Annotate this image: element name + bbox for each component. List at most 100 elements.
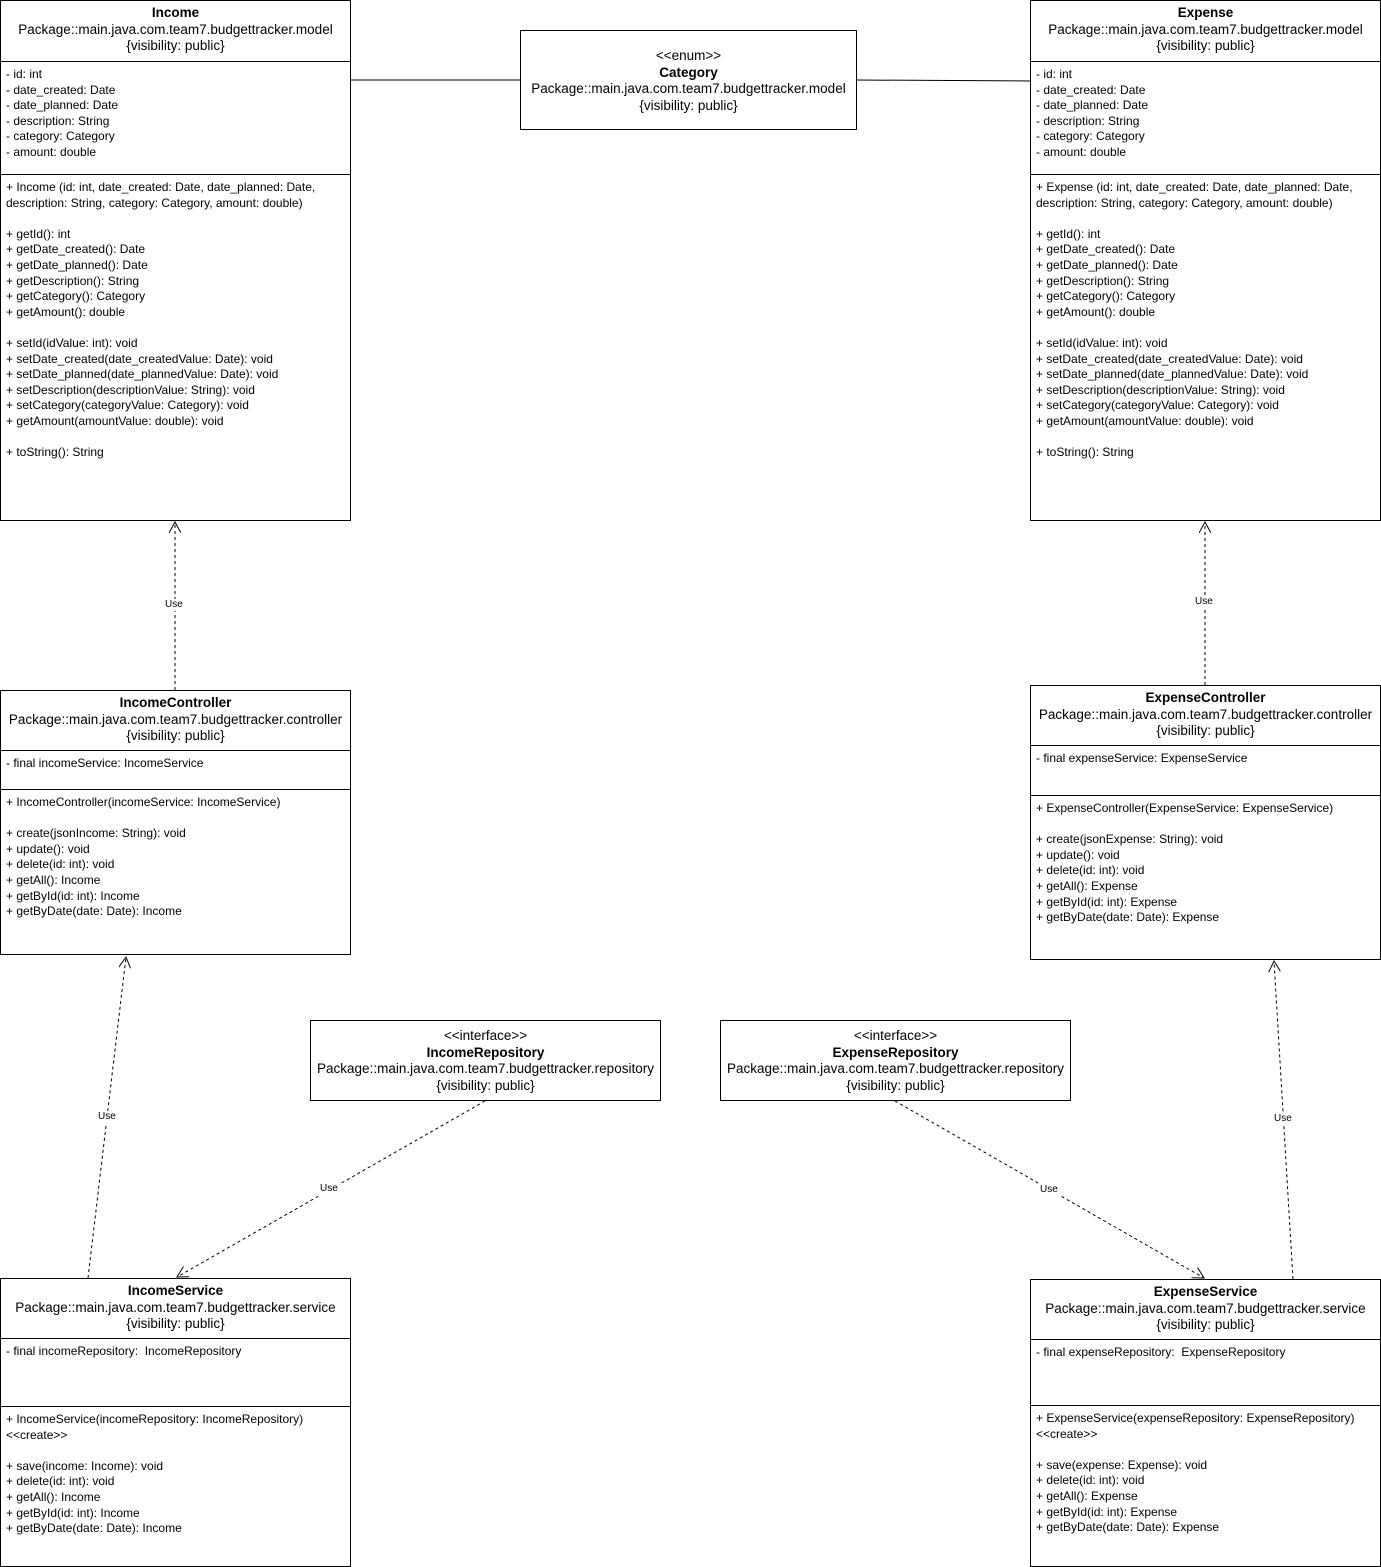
class-visibility: {visibility: public} — [1156, 723, 1255, 738]
method-line: + getById(id: int): Income — [6, 1505, 140, 1520]
method-line: + getDate_created(): Date — [1036, 242, 1176, 257]
method-line: + IncomeService(incomeRepository: Income… — [6, 1412, 307, 1442]
method-line: + create(jsonIncome: String): void — [6, 826, 186, 841]
class-income[interactable]: Income Package::main.java.com.team7.budg… — [0, 0, 351, 521]
attribute-line: - amount: double — [6, 144, 97, 159]
class-package: Package::main.java.com.team7.budgettrack… — [531, 81, 846, 96]
method-line: + getAll(): Income — [6, 1489, 101, 1504]
class-visibility: {visibility: public} — [1156, 38, 1255, 53]
attribute-line: - id: int — [1036, 67, 1073, 81]
method-line: + Income (id: int, date_created: Date, d… — [6, 180, 319, 210]
class-title: ExpenseRepository — [832, 1044, 959, 1060]
methods-section: + ExpenseController(ExpenseService: Expe… — [1031, 795, 1380, 959]
attributes-section: - final incomeService: IncomeService — [1, 750, 350, 789]
method-line: + update(): void — [1036, 847, 1120, 862]
method-line: + getDate_planned(): Date — [1036, 257, 1178, 272]
methods-section: + Income (id: int, date_created: Date, d… — [1, 174, 350, 520]
methods-section: + IncomeController(incomeService: Income… — [1, 789, 350, 954]
use-label: Use — [1194, 596, 1214, 608]
interface-expenserepository[interactable]: <<interface>> ExpenseRepository Package:… — [720, 1020, 1071, 1101]
class-package: Package::main.java.com.team7.budgettrack… — [18, 21, 333, 37]
method-line: + delete(id: int): void — [6, 1474, 115, 1489]
method-line: + getAll(): Income — [6, 872, 101, 887]
attribute-line: - final expenseRepository: ExpenseReposi… — [1036, 1345, 1286, 1359]
class-package: Package::main.java.com.team7.budgettrack… — [1038, 706, 1373, 722]
method-line: + toString(): String — [1036, 445, 1134, 460]
blank-line — [1036, 211, 1375, 227]
class-visibility: {visibility: public} — [436, 1077, 535, 1093]
blank-line — [1036, 430, 1375, 446]
methods-section: + IncomeService(incomeRepository: Income… — [1, 1406, 350, 1566]
class-visibility: {visibility: public} — [639, 97, 738, 113]
method-line: + getAmount(): double — [1036, 304, 1156, 319]
stereotype: <<enum>> — [655, 48, 722, 63]
attribute-line: - description: String — [6, 113, 110, 128]
method-line: + getId(): int — [1036, 226, 1101, 241]
method-line: + getDate_created(): Date — [6, 242, 146, 257]
blank-line — [1036, 1442, 1375, 1458]
attribute-line: - date_planned: Date — [6, 98, 119, 113]
attribute-line: - date_created: Date — [1036, 82, 1146, 97]
method-line: + setDate_created(date_createdValue: Dat… — [6, 351, 273, 366]
class-package: Package::main.java.com.team7.budgettrack… — [15, 1299, 336, 1315]
methods-section: + ExpenseService(expenseRepository: Expe… — [1031, 1405, 1380, 1566]
method-line: + getId(): int — [6, 226, 71, 241]
method-line: + getAmount(): double — [6, 304, 126, 319]
method-line: + getById(id: int): Income — [6, 888, 140, 903]
attributes-section: - final incomeRepository: IncomeReposito… — [1, 1338, 350, 1406]
method-line: + getDate_planned(): Date — [6, 257, 148, 272]
method-line: + setId(idValue: int): void — [6, 335, 138, 350]
class-title: IncomeService — [127, 1283, 224, 1298]
method-line: + delete(id: int): void — [1036, 1473, 1145, 1488]
attributes-section: - id: int- date_created: Date- date_plan… — [1, 61, 350, 174]
class-header: IncomeService Package::main.java.com.tea… — [1, 1279, 350, 1333]
enum-category[interactable]: <<enum>> Category Package::main.java.com… — [520, 30, 857, 130]
blank-line — [6, 320, 345, 336]
methods-section: + Expense (id: int, date_created: Date, … — [1031, 174, 1380, 520]
method-line: + setDate_created(date_createdValue: Dat… — [1036, 351, 1303, 366]
class-title: Category — [659, 64, 718, 80]
class-expenseservice[interactable]: ExpenseService Package::main.java.com.te… — [1030, 1279, 1381, 1567]
interface-incomerepository[interactable]: <<interface>> IncomeRepository Package::… — [310, 1020, 661, 1101]
method-line: + setDescription(descriptionValue: Strin… — [6, 382, 255, 397]
method-line: + ExpenseService(expenseRepository: Expe… — [1036, 1411, 1358, 1441]
blank-line — [1036, 817, 1375, 833]
class-visibility: {visibility: public} — [126, 1316, 225, 1331]
class-header: Income Package::main.java.com.team7.budg… — [1, 1, 350, 55]
class-visibility: {visibility: public} — [126, 38, 225, 53]
class-visibility: {visibility: public} — [1156, 1317, 1255, 1332]
class-incomecontroller[interactable]: IncomeController Package::main.java.com.… — [0, 690, 351, 955]
attribute-line: - final expenseService: ExpenseService — [1036, 751, 1248, 765]
method-line: + getById(id: int): Expense — [1036, 1504, 1178, 1519]
class-expense[interactable]: Expense Package::main.java.com.team7.bud… — [1030, 0, 1381, 521]
method-line: + toString(): String — [6, 445, 104, 460]
method-line: + setCategory(categoryValue: Category): … — [6, 398, 249, 413]
method-line: + getDescription(): String — [6, 273, 140, 288]
class-expensecontroller[interactable]: ExpenseController Package::main.java.com… — [1030, 685, 1381, 960]
method-line: + ExpenseController(ExpenseService: Expe… — [1036, 801, 1334, 815]
use-label: Use — [164, 599, 184, 611]
attribute-line: - category: Category — [6, 129, 115, 144]
attribute-line: - date_created: Date — [6, 82, 116, 97]
class-package: Package::main.java.com.team7.budgettrack… — [727, 1061, 1064, 1076]
class-header: <<enum>> Category Package::main.java.com… — [521, 31, 856, 114]
class-title: IncomeRepository — [426, 1044, 545, 1060]
class-visibility: {visibility: public} — [846, 1077, 945, 1093]
method-line: + getById(id: int): Expense — [1036, 894, 1178, 909]
class-package: Package::main.java.com.team7.budgettrack… — [1048, 21, 1363, 37]
use-expenserepository-expenseservice — [894, 1100, 1204, 1278]
class-incomeservice[interactable]: IncomeService Package::main.java.com.tea… — [0, 1278, 351, 1567]
class-package: Package::main.java.com.team7.budgettrack… — [317, 1061, 654, 1076]
method-line: + Expense (id: int, date_created: Date, … — [1036, 180, 1356, 210]
method-line: + getByDate(date: Date): Expense — [1036, 910, 1220, 925]
method-line: + setDate_planned(date_plannedValue: Dat… — [6, 367, 279, 382]
method-line: + delete(id: int): void — [1036, 863, 1145, 878]
method-line: + getAll(): Expense — [1036, 1488, 1138, 1503]
blank-line — [6, 1443, 345, 1459]
use-expenseservice-expensecontroller — [1274, 961, 1294, 1280]
use-label: Use — [1039, 1184, 1059, 1196]
method-line: + getAmount(amountValue: double): void — [1036, 413, 1254, 428]
class-visibility: {visibility: public} — [126, 728, 225, 743]
association-category-expense — [856, 79, 1032, 82]
class-header: <<interface>> ExpenseRepository Package:… — [721, 1021, 1070, 1094]
